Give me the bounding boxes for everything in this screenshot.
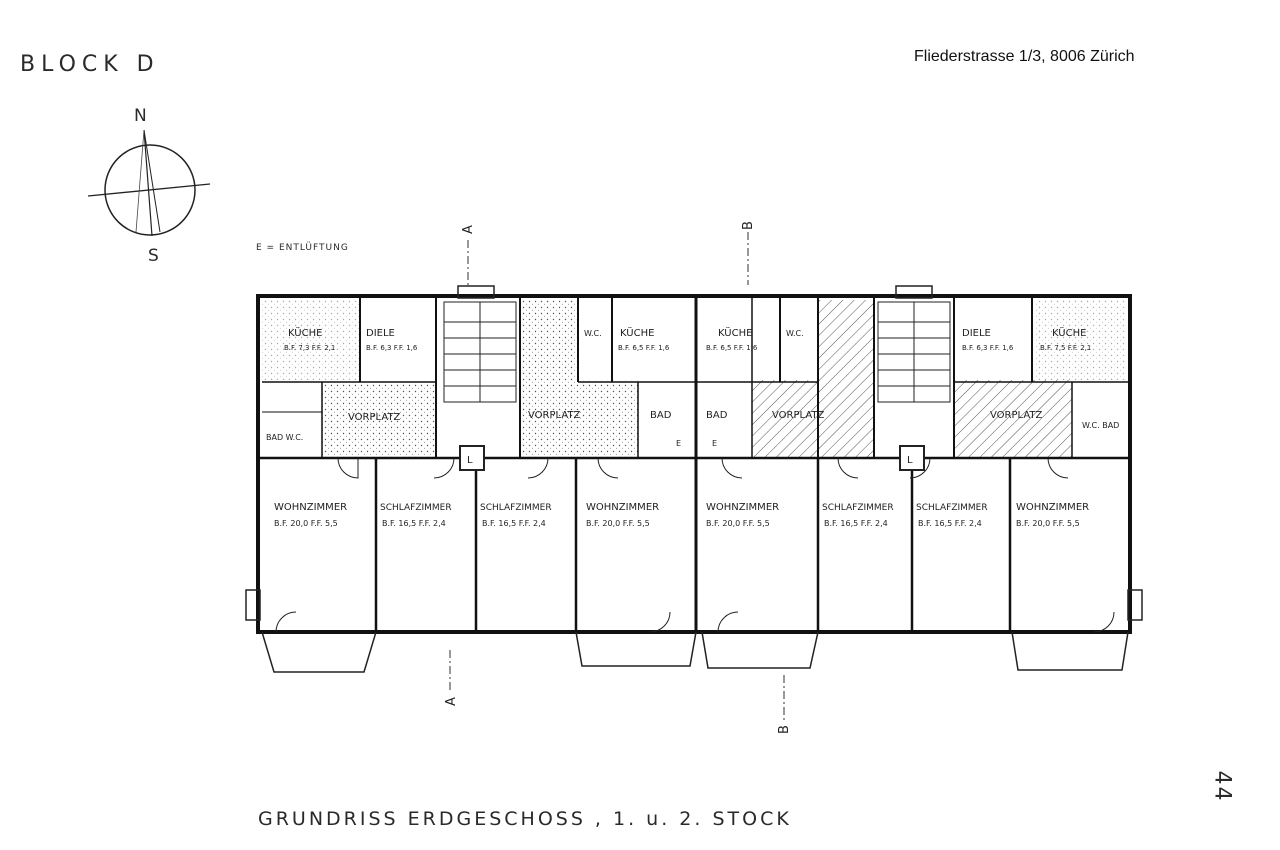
- vent-mark-1: E: [676, 439, 681, 448]
- room-name-wc-2: W.C.: [786, 329, 804, 338]
- room-area-kueche-2: B.F. 6,5 F.F. 1,6: [618, 344, 670, 352]
- room-area-schlafzimmer-1: B.F. 16,5 F.F. 2,4: [382, 519, 446, 528]
- room-area-wohnzimmer-4: B.F. 20,0 F.F. 5,5: [1016, 519, 1080, 528]
- room-name-bad-wc-1: BAD W.C.: [266, 433, 303, 442]
- room-name-bad-2: BAD: [706, 410, 728, 421]
- compass-north-label: N: [134, 106, 149, 126]
- balconies: [245, 285, 1143, 673]
- room-name-kueche-2: KÜCHE: [620, 326, 654, 339]
- room-labels: KÜCHE B.F. 7,3 F.F. 2,1 DIELE B.F. 6,3 F…: [266, 326, 1119, 528]
- room-area-schlafzimmer-2: B.F. 16,5 F.F. 2,4: [482, 519, 546, 528]
- room-area-schlafzimmer-3: B.F. 16,5 F.F. 2,4: [824, 519, 888, 528]
- block-title: BLOCK D: [20, 52, 160, 77]
- address: Fliederstrasse 1/3, 8006 Zürich: [914, 48, 1135, 65]
- room-area-wohnzimmer-3: B.F. 20,0 F.F. 5,5: [706, 519, 770, 528]
- room-name-diele-2: DIELE: [962, 328, 991, 339]
- room-name-wohnzimmer-1: WOHNZIMMER: [274, 502, 347, 513]
- room-area-kueche-1: B.F. 7,3 F.F. 2,1: [284, 344, 335, 352]
- room-name-wohnzimmer-4: WOHNZIMMER: [1016, 502, 1089, 513]
- stair-label-right: L: [907, 455, 913, 466]
- room-name-kueche-1: KÜCHE: [288, 326, 322, 339]
- room-name-schlafzimmer-4: SCHLAFZIMMER: [916, 503, 988, 513]
- section-b-top: B: [741, 221, 756, 230]
- room-name-kueche-4: KÜCHE: [1052, 326, 1086, 339]
- vent-mark-2: E: [712, 439, 717, 448]
- room-name-wc-1: W.C.: [584, 329, 602, 338]
- compass-rose: [87, 129, 211, 237]
- section-markers: A A B B: [444, 221, 792, 734]
- room-area-diele-1: B.F. 6,3 F.F. 1,6: [366, 344, 418, 352]
- room-name-vorplatz-4: VORPLATZ: [990, 410, 1042, 421]
- room-area-wohnzimmer-2: B.F. 20,0 F.F. 5,5: [586, 519, 650, 528]
- section-a-top: A: [461, 225, 476, 234]
- room-area-schlafzimmer-4: B.F. 16,5 F.F. 2,4: [918, 519, 982, 528]
- stair-label-left: L: [467, 455, 473, 466]
- room-name-wohnzimmer-3: WOHNZIMMER: [706, 502, 779, 513]
- room-name-kueche-3: KÜCHE: [718, 326, 752, 339]
- staircases: [443, 301, 951, 471]
- legend-ventilation: E = ENTLÜFTUNG: [256, 243, 349, 253]
- room-name-schlafzimmer-1: SCHLAFZIMMER: [380, 503, 452, 513]
- room-name-schlafzimmer-2: SCHLAFZIMMER: [480, 503, 552, 513]
- section-a-bottom: A: [444, 697, 459, 706]
- room-name-diele-1: DIELE: [366, 328, 395, 339]
- room-name-bad-1: BAD: [650, 410, 672, 421]
- room-name-vorplatz-3: VORPLATZ: [772, 410, 824, 421]
- room-area-kueche-4: B.F. 7,5 F.F. 2,1: [1040, 344, 1091, 352]
- drawing-title: GRUNDRISS ERDGESCHOSS , 1. u. 2. STOCK: [258, 808, 792, 830]
- compass-south-label: S: [148, 246, 161, 266]
- floor-textures: [262, 300, 1126, 458]
- room-area-kueche-3: B.F. 6,5 F.F. 1,6: [706, 344, 758, 352]
- room-name-schlafzimmer-3: SCHLAFZIMMER: [822, 503, 894, 513]
- room-name-vorplatz-2: VORPLATZ: [528, 410, 580, 421]
- room-name-wc-bad-2: W.C. BAD: [1082, 421, 1119, 430]
- room-name-wohnzimmer-2: WOHNZIMMER: [586, 502, 659, 513]
- door-swings: [275, 457, 1115, 633]
- section-b-bottom: B: [777, 725, 792, 734]
- room-area-wohnzimmer-1: B.F. 20,0 F.F. 5,5: [274, 519, 338, 528]
- building-walls: [256, 294, 1132, 634]
- room-name-vorplatz-1: VORPLATZ: [348, 412, 400, 423]
- room-area-diele-2: B.F. 6,3 F.F. 1,6: [962, 344, 1014, 352]
